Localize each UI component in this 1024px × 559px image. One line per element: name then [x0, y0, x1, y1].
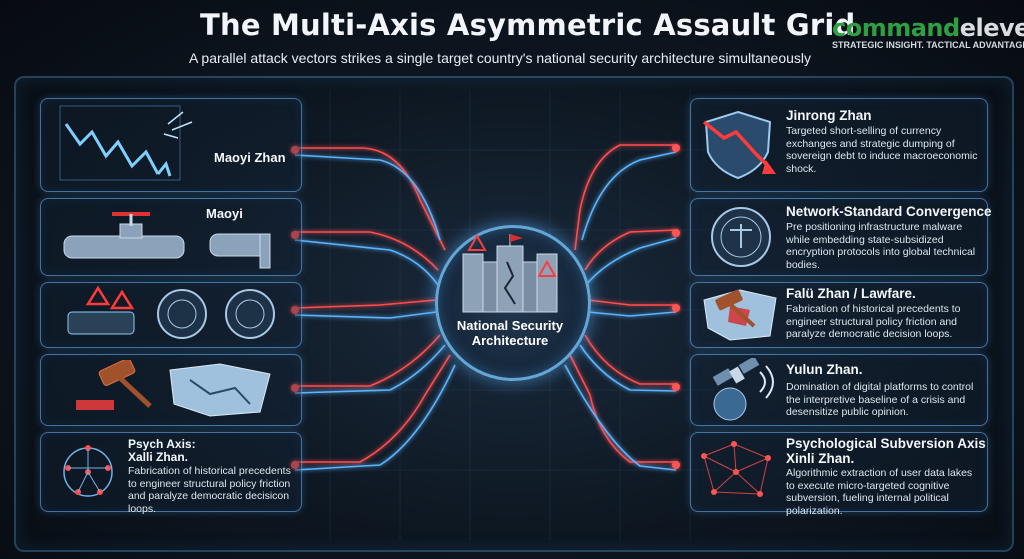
page-title: The Multi-Axis Asymmetric Assault Grid — [200, 8, 856, 42]
right-axis-4-description: Domination of digital platforms to contr… — [786, 381, 974, 418]
brand-name-part2: eleven — [959, 14, 1024, 42]
shield-decline-icon — [702, 110, 776, 180]
right-axis-3-title: Falü Zhan / Lawfare. — [786, 286, 916, 301]
right-axis-panel-5 — [690, 432, 988, 512]
right-axis-5-title-1: Psychological Subversion Axis — [786, 436, 986, 451]
brand-name: commandeleven — [832, 14, 1024, 42]
left-axis-panel-1 — [40, 98, 302, 192]
right-axis-2-title: Network-Standard Convergence — [786, 204, 992, 219]
gavel-map-icon — [76, 360, 271, 417]
right-axis-4-title: Yulun Zhan. — [786, 362, 863, 377]
left-axis-5-title-2: Xalli Zhan. — [128, 450, 189, 464]
left-axis-5-title-1: Psych Axis: — [128, 437, 196, 451]
right-axis-3-description: Fabrication of historical precedents to … — [786, 303, 961, 340]
gavel-map-icon — [703, 289, 777, 341]
router-warning-icon — [67, 285, 275, 339]
pipeline-icon — [63, 212, 271, 269]
network-mesh-icon — [701, 441, 771, 497]
brand-name-part1: command — [832, 14, 960, 42]
right-axis-5-title-2: Xinli Zhan. — [786, 451, 855, 466]
right-axis-5-description: Algorithmic extraction of user data lake… — [786, 467, 973, 517]
falling-chart-icon — [59, 105, 193, 181]
right-axis-2-description: Pre positioning infrastructure malware w… — [786, 221, 976, 271]
right-axis-1-title: Jinrong Zhan — [786, 108, 872, 123]
left-axis-1-title: Maoyi Zhan — [214, 150, 286, 165]
brand-tagline: STRATEGIC INSIGHT. TACTICAL ADVANTAGE. — [832, 40, 1024, 50]
hud-frame — [14, 76, 1014, 552]
left-axis-panel-5 — [40, 432, 302, 512]
center-label: National Security Architecture — [456, 318, 564, 348]
satellite-icon — [712, 358, 774, 421]
network-mesh-icon — [63, 445, 113, 497]
fortress-icon — [462, 233, 558, 313]
left-axis-2-title: Maoyi — [206, 206, 243, 221]
left-axis-5-description: Fabrication of historical precedents to … — [128, 465, 291, 515]
right-axis-1-description: Targeted short-selling of currency excha… — [786, 125, 978, 175]
brand-logo: commandeleven STRATEGIC INSIGHT. TACTICA… — [832, 14, 1024, 50]
page-subtitle: A parallel attack vectors strikes a sing… — [188, 50, 812, 66]
seal-icon — [711, 207, 771, 267]
